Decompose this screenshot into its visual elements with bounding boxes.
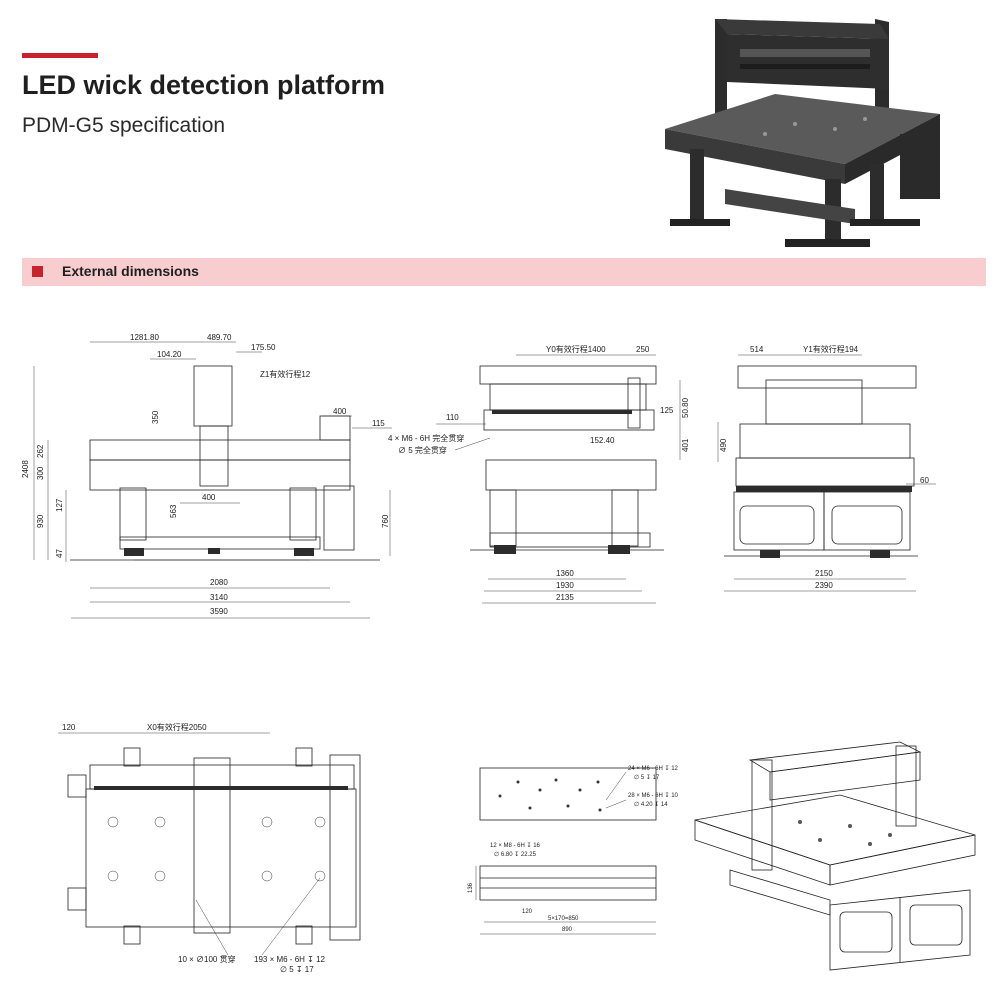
dim-text: 110 — [446, 413, 459, 422]
dim-text: 125 — [660, 406, 674, 415]
dim-text: X0有效行程2050 — [147, 722, 207, 732]
section-header: External dimensions — [22, 258, 986, 286]
dim-text: 514 — [750, 345, 764, 354]
dim-text: 930 — [36, 514, 45, 528]
dim-text: 1281.80 — [130, 333, 159, 342]
dim-text: 152.40 — [590, 436, 615, 445]
page-title: LED wick detection platform — [22, 70, 386, 100]
note-text: 193 × M6 - 6H ↧ 12 — [254, 955, 326, 964]
section-bullet-icon — [32, 266, 43, 277]
dim-text: 489.70 — [207, 333, 232, 342]
dim-text: Y0有效行程1400 — [546, 344, 606, 354]
dim-text: 175.50 — [251, 343, 276, 352]
note-text: 12 × M8 - 6H ↧ 16 — [490, 842, 541, 849]
note-text: ∅ 5 完全贯穿 — [398, 445, 447, 455]
dim-text: 3140 — [210, 593, 228, 602]
dim-text: 2080 — [210, 578, 228, 587]
dim-text: 300 — [36, 466, 45, 480]
dim-text: 50.80 — [681, 397, 690, 418]
isometric-drawing — [694, 741, 976, 971]
dim-text: 115 — [372, 419, 385, 428]
dim-text: 1360 — [556, 569, 574, 578]
note-text: ∅ 5 ↧ 17 — [634, 774, 660, 781]
dim-text: 1930 — [556, 581, 574, 590]
note-text: 4 × M6 - 6H 完全贯穿 — [388, 433, 464, 443]
section-label: External dimensions — [62, 263, 199, 279]
dim-text: 760 — [381, 514, 390, 528]
dim-text: 2390 — [815, 581, 833, 590]
dim-text: 120 — [522, 909, 533, 915]
product-render-image — [665, 19, 940, 247]
note-text: 28 × M6 - 6H ↧ 10 — [628, 792, 679, 799]
dim-text: 400 — [333, 407, 347, 416]
dim-text: 47 — [55, 549, 64, 558]
dim-text: 127 — [55, 498, 64, 512]
dim-text: 2408 — [21, 460, 30, 478]
dim-text: 262 — [36, 444, 45, 458]
note-text: ∅ 6.80 ↧ 22.25 — [494, 851, 537, 858]
dim-text: 350 — [151, 410, 160, 424]
dim-text: Y1有效行程194 — [803, 344, 859, 354]
dim-text: 104.20 — [157, 350, 182, 359]
note-text: 10 × ∅100 贯穿 — [178, 954, 236, 964]
dim-text: 250 — [636, 345, 650, 354]
dim-text: 136 — [468, 882, 474, 893]
dim-text: 563 — [169, 504, 178, 518]
dim-text: 401 — [681, 438, 690, 452]
dim-text: 2135 — [556, 593, 574, 602]
dim-text: 5×170=850 — [548, 916, 579, 922]
note-text: ∅ 4.20 ↧ 14 — [634, 801, 668, 808]
note-text: 24 × M6 - 6H ↧ 12 — [628, 765, 679, 772]
note-text: ∅ 5 ↧ 17 — [280, 965, 314, 974]
dim-text: 120 — [62, 723, 76, 732]
dim-text: 3590 — [210, 607, 228, 616]
page-subtitle: PDM-G5 specification — [22, 114, 226, 137]
dim-text: 2150 — [815, 569, 833, 578]
dim-text: 890 — [562, 927, 573, 933]
dim-text: Z1有效行程12 — [260, 369, 311, 379]
accent-bar — [22, 53, 98, 58]
dim-text: 60 — [920, 476, 929, 485]
dim-text: 400 — [202, 493, 216, 502]
dim-text: 490 — [719, 438, 728, 452]
